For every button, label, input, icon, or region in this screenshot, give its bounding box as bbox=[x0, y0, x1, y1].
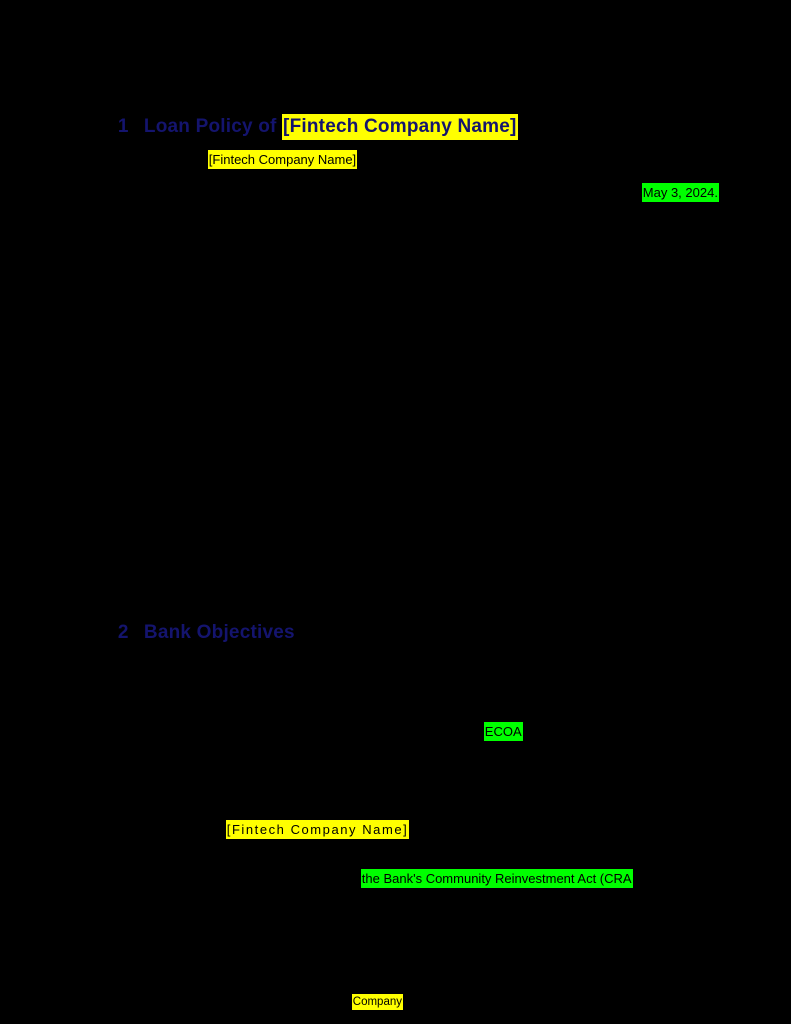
section-1-title-prefix: Loan Policy of bbox=[143, 116, 283, 137]
effective-date-text: May 3, 2024. bbox=[641, 183, 719, 202]
company-name-body-text: [Fintech Company Name] bbox=[225, 820, 410, 839]
section-2-title-prefix: Bank Objectives bbox=[143, 622, 295, 643]
effective-date: May 3, 2024. bbox=[624, 169, 719, 217]
cra-text: the Bank's Community Reinvestment Act (C… bbox=[360, 869, 633, 888]
company-word-text: Company bbox=[351, 994, 403, 1010]
company-name-subtitle-text: [Fintech Company Name] bbox=[207, 150, 358, 169]
cra-highlight: the Bank's Community Reinvestment Act (C… bbox=[343, 855, 633, 903]
ecoa-text: ECOA bbox=[483, 722, 523, 741]
company-name-subtitle: [Fintech Company Name] bbox=[190, 136, 358, 184]
section-2-number: 2 bbox=[117, 622, 129, 643]
company-word-highlight: Company bbox=[334, 977, 403, 1024]
section-1-title-highlight: [Fintech Company Name] bbox=[282, 114, 518, 140]
section-1-heading: 1 Loan Policy of [Fintech Company Name] bbox=[96, 98, 518, 155]
ecoa-highlight: ECOA bbox=[466, 708, 523, 756]
section-1-number: 1 bbox=[117, 116, 129, 137]
company-name-body: [Fintech Company Name] bbox=[208, 806, 410, 854]
section-2-heading: 2 Bank Objectives bbox=[96, 604, 295, 661]
